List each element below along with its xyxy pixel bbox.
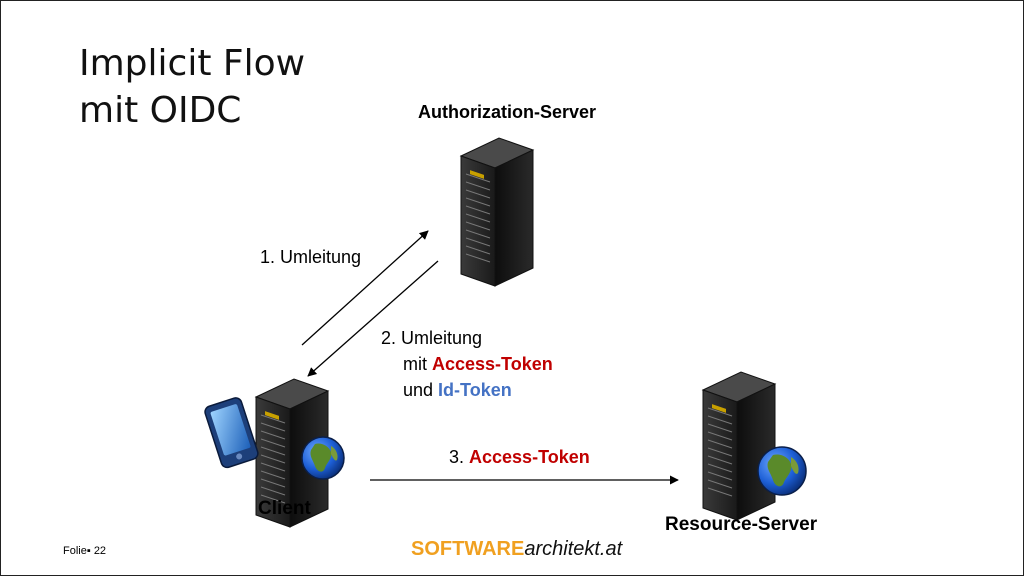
auth-server-label: Authorization-Server	[418, 102, 597, 122]
step2-access-token: Access-Token	[432, 354, 553, 374]
step2-line1: 2. Umleitung	[381, 328, 483, 348]
step2-line3: und Id-Token	[381, 377, 553, 403]
slide-number: 22	[93, 545, 107, 557]
footer-label: Folie	[63, 545, 87, 557]
resource-globe-icon	[757, 446, 807, 496]
smartphone-icon	[204, 397, 259, 469]
step3-prefix: 3.	[449, 447, 470, 467]
step3-access-token: Access-Token	[469, 447, 590, 467]
brand-logo: SOFTWAREarchitekt.at	[411, 538, 622, 561]
brand-part2: architekt.at	[524, 538, 623, 560]
step2-und: und	[403, 380, 439, 400]
arrow-step2	[307, 260, 439, 377]
client-globe-icon	[301, 436, 345, 480]
arrow-step1	[301, 230, 429, 346]
brand-part1: SOFTWARE	[411, 538, 525, 560]
resource-server-icon	[702, 371, 776, 521]
step2-label: 2. Umleitung mit Access-Token und Id-Tok…	[381, 325, 553, 403]
step2-mit: mit	[403, 354, 432, 374]
auth-server-icon	[460, 137, 534, 287]
title-line-2: mit OIDC	[79, 90, 242, 131]
step2-line2: mit Access-Token	[381, 351, 553, 377]
title-line-1: Implicit Flow	[79, 43, 306, 84]
resource-server-label: Resource-Server	[665, 514, 818, 535]
step2-id-token: Id-Token	[438, 380, 512, 400]
step3-label: 3. Access-Token	[449, 447, 590, 468]
slide-footer: Folie▪ 22	[63, 545, 107, 557]
step1-label: 1. Umleitung	[260, 247, 362, 267]
client-label: Client	[258, 498, 311, 519]
slide-title: Implicit Flow mit OIDC	[79, 40, 305, 134]
